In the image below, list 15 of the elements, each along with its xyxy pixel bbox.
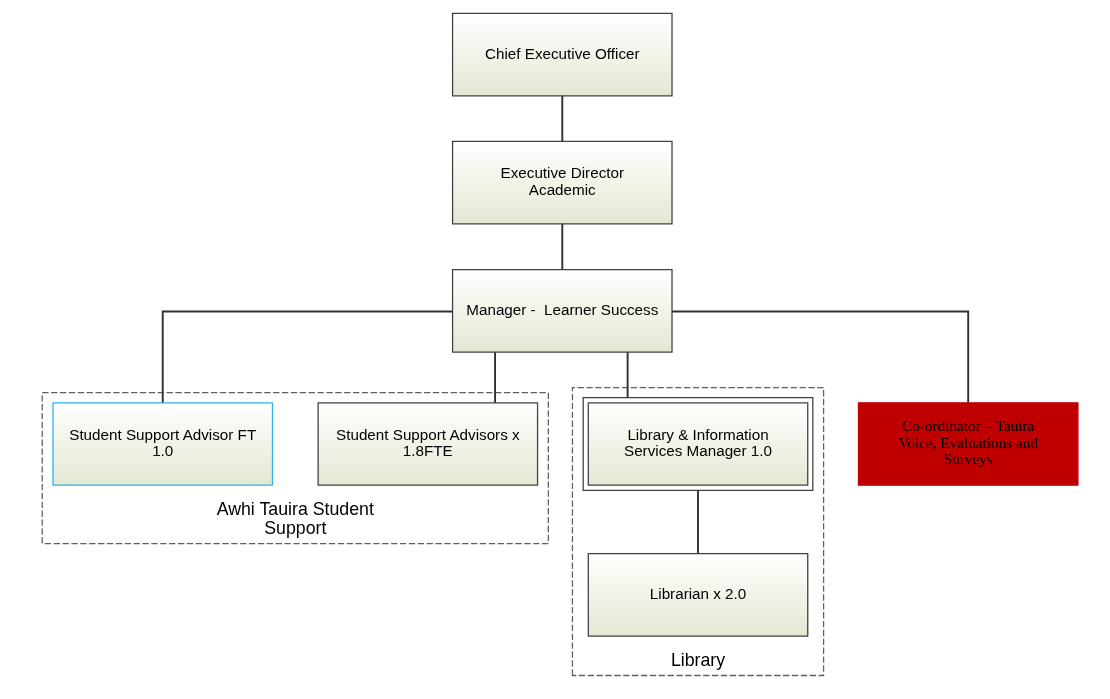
node-box: Student Support Advisors x 1.8FTE	[317, 402, 539, 486]
node-box: Executive Director Academic	[451, 140, 673, 225]
connector	[561, 223, 564, 271]
connector	[561, 94, 564, 143]
connector	[697, 489, 699, 555]
node-box: Library & Information Services Manager 1.0	[582, 397, 814, 491]
connector	[494, 351, 496, 404]
node-box: Manager - Learner Success	[451, 268, 673, 353]
node-box: Student Support Advisor FT 1.0	[52, 402, 274, 486]
node-box: Chief Executive Officer	[451, 12, 673, 97]
connector	[161, 310, 453, 404]
connector	[671, 310, 970, 404]
node-box: Librarian x 2.0	[587, 553, 809, 637]
connector	[626, 351, 629, 399]
node-box: Co-ordinator – Tauira Voice, Evaluations and Surveys	[857, 402, 1079, 486]
